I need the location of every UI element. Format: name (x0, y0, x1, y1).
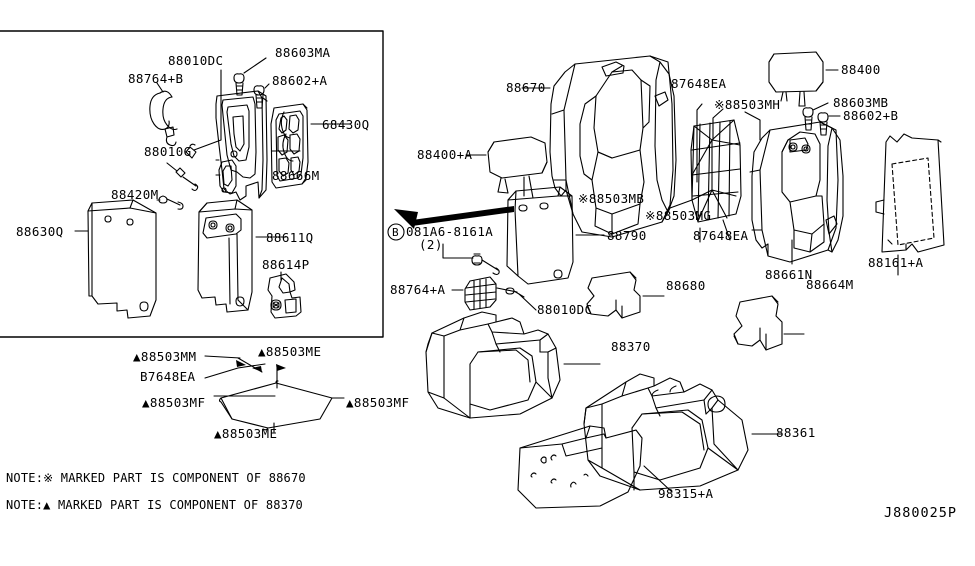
part-88010DC-top-shape (185, 143, 197, 159)
leader-88503MH (744, 111, 761, 141)
label-88010G: 88010G (144, 144, 192, 159)
label-88602A: 88602+A (272, 73, 328, 88)
part-88680-shape (586, 271, 641, 319)
leader-88603MB (812, 102, 829, 111)
leader-88010G (166, 162, 178, 172)
label-88503MB: ※88503MB (578, 191, 645, 206)
label-081A6-8161A: 081A6-8161A (406, 224, 494, 239)
leader-88603MA (243, 57, 267, 74)
part-88630Q-shape (87, 199, 157, 319)
part-88370-shape (425, 311, 561, 419)
leader-88010DC-top (193, 69, 222, 151)
part-88661N-shape (749, 121, 844, 263)
part-88670-shape (549, 55, 677, 238)
label-B7648EA: B7648EA (140, 369, 196, 384)
label-88602B: 88602+B (843, 108, 899, 123)
label-98315A: 98315+A (658, 486, 714, 501)
label-bolt-circle-B: B (392, 226, 400, 239)
part-88614P-shape (267, 273, 302, 319)
part-88361-shape (583, 373, 749, 491)
label-88764B: 88764+B (128, 71, 184, 86)
leader-87648EA-top2 (712, 108, 724, 141)
label-88010DC-mid: 88010DC (537, 302, 593, 317)
label-88420M: 88420M (111, 187, 159, 202)
part-87648EA-mesh-shape (690, 119, 742, 223)
label-88400: 88400 (841, 62, 881, 77)
inset-frame (0, 30, 384, 338)
label-88370: 88370 (611, 339, 651, 354)
part-88400A-shape (487, 136, 548, 199)
leader-081A6 (442, 243, 474, 259)
part-88161A-shape (875, 133, 945, 253)
label-88630Q: 88630Q (16, 224, 64, 239)
label-88503ME-bottom: ▲88503ME (214, 426, 278, 441)
leader-88010DC-mid (518, 293, 537, 311)
leader-87648EA-mid (722, 219, 731, 241)
label-88603MB: 88603MB (833, 95, 889, 110)
part-88764B-shape (149, 90, 178, 147)
leader-arrow-links (237, 357, 266, 373)
label-88503MF-left: ▲88503MF (142, 395, 206, 410)
part-98315A-shape (517, 425, 643, 509)
label-88503MG: ※88503MG (645, 208, 712, 223)
part-88790-shape (506, 186, 574, 285)
part-88611Q-shape (197, 199, 253, 313)
label-88010DC-top: 88010DC (168, 53, 224, 68)
leader-88503MM (204, 355, 241, 359)
label-88603MA: 88603MA (275, 45, 331, 60)
label-88664M: 88664M (806, 277, 854, 292)
direction-arrow (394, 206, 514, 229)
part-88603MA-shape (233, 73, 245, 96)
leader-88602A (264, 83, 270, 89)
leader-88503MB (665, 199, 693, 217)
part-68430Q-shape (270, 103, 309, 189)
part-88503ME-panel-shape (218, 380, 333, 431)
label-88666M: 88666M (272, 168, 320, 183)
note-line-1: NOTE:※ MARKED PART IS COMPONENT OF 88670 (6, 471, 306, 485)
label-88764A: 88764+A (390, 282, 446, 297)
leader-88764B (156, 82, 164, 93)
label-88503ME-top: ▲88503ME (258, 344, 322, 359)
label-88661N: 88661N (765, 267, 813, 282)
label-88503MF-right: ▲88503MF (346, 395, 410, 410)
part-88161A-inner (891, 157, 935, 246)
part-88010G-shape (175, 167, 199, 192)
bolt-circle-symbol (387, 223, 405, 241)
leader-87648EA-top (696, 103, 703, 183)
label-68430Q: 68430Q (322, 117, 370, 132)
label-87648EA-mid: 87648EA (693, 228, 749, 243)
leader-B7648EA (204, 367, 239, 379)
part-88420M-shape (158, 195, 184, 210)
label-88614P: 88614P (262, 257, 310, 272)
label-88361: 88361 (776, 425, 816, 440)
label-88400A: 88400+A (417, 147, 473, 162)
label-88670: 88670 (506, 80, 546, 95)
label-88161A: 88161+A (868, 255, 924, 270)
label-88611Q: 88611Q (266, 230, 314, 245)
leader-98315A (643, 465, 673, 493)
label-87648EA-top: 87648EA (671, 76, 727, 91)
part-88400-shape (768, 51, 824, 107)
diagram-code: J880025P (884, 505, 958, 521)
part-081A6-bolt-shape (471, 253, 500, 276)
label-88503MH: ※88503MH (714, 97, 781, 112)
label-88503MM: ▲88503MM (133, 349, 197, 364)
part-88602B-shape (817, 112, 829, 136)
note-line-2: NOTE:▲ MARKED PART IS COMPONENT OF 88370 (6, 498, 303, 512)
part-88666M-shape (215, 90, 268, 201)
label-88680: 88680 (666, 278, 706, 293)
part-88603MB-shape (802, 107, 814, 131)
part-88664M-shape (733, 295, 783, 351)
part-88764A-shape (464, 276, 497, 311)
label-88790: 88790 (607, 228, 647, 243)
label-081A6-quantity: (2) (419, 237, 443, 252)
